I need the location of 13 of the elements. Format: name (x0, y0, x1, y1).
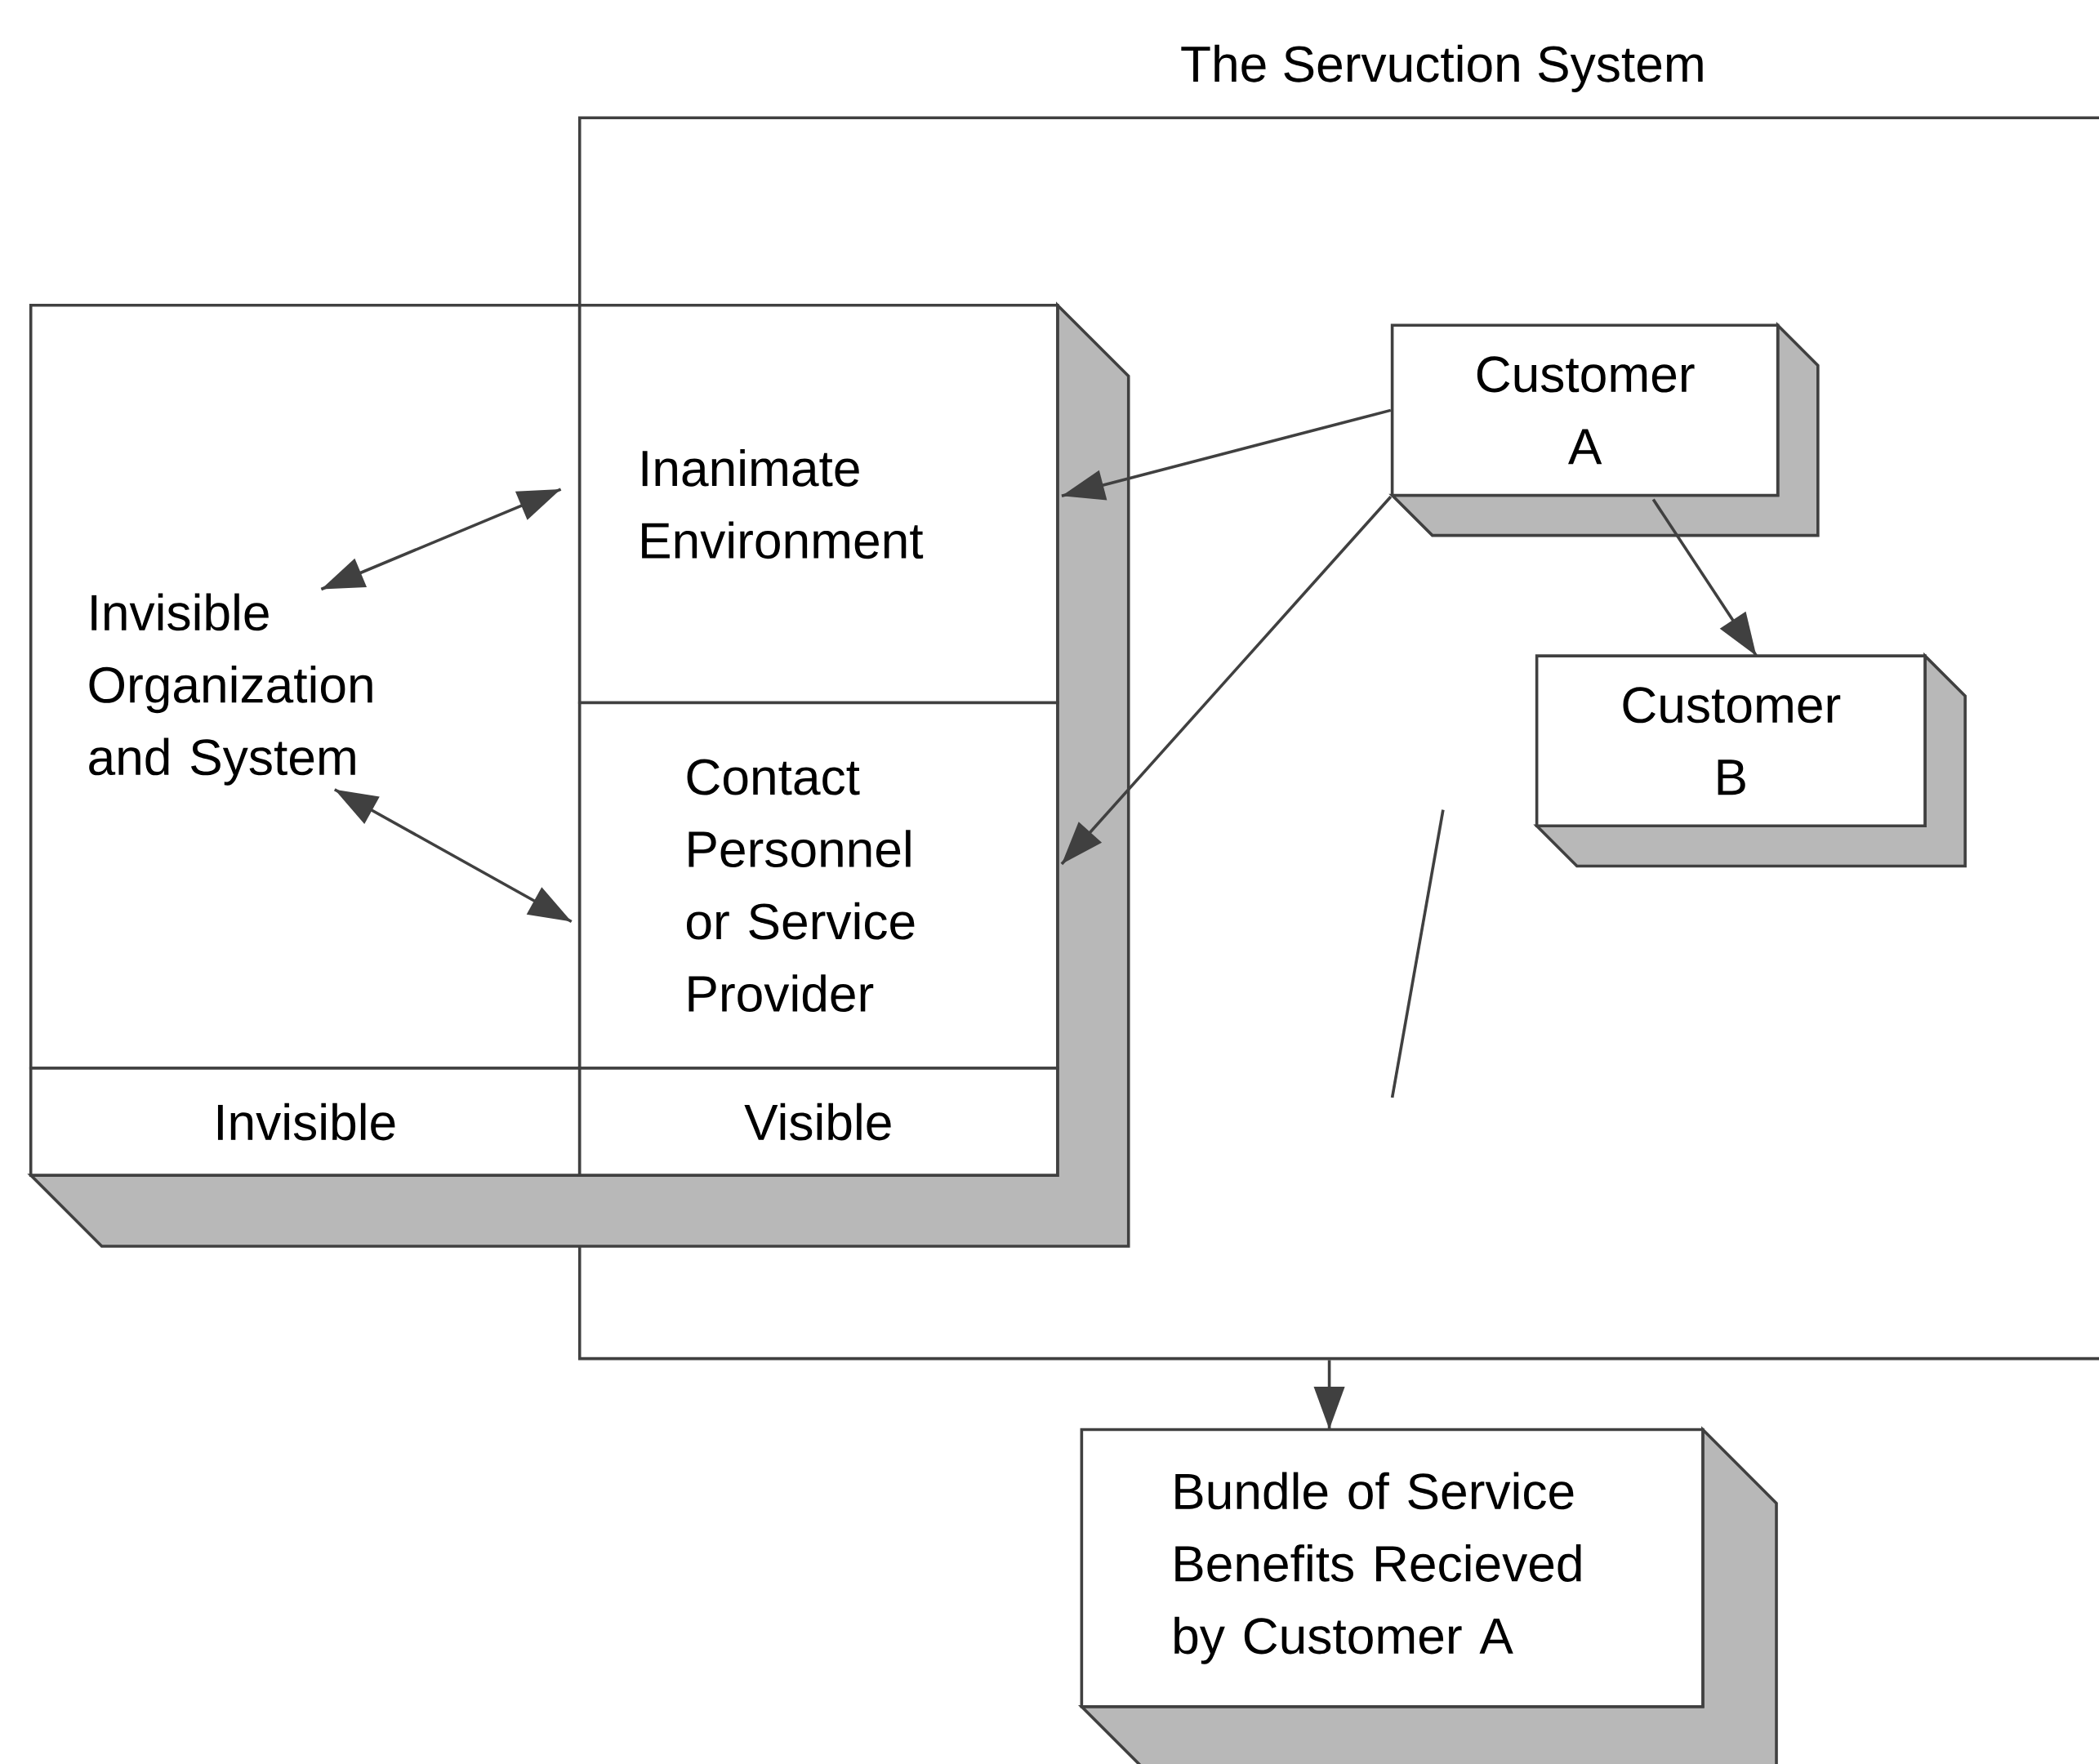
section-label: Invisible Organization and System (89, 593, 372, 786)
section-box: Inanimate Environment (577, 303, 1059, 705)
customer-box: Customer B (1535, 654, 1927, 827)
arrow (333, 788, 573, 923)
outcome-box: Bundle of Service Benefits Recieved by Customer A (1080, 1428, 1705, 1708)
customer-box: Customer A (1390, 323, 1780, 497)
arrow (1060, 495, 1393, 866)
arrow (320, 488, 562, 591)
section-box: Visible (577, 1067, 1059, 1177)
arrow (1651, 498, 1758, 657)
arrow (1061, 408, 1392, 501)
section-box: Invisible (29, 1067, 582, 1177)
arrow (1313, 1360, 1345, 1430)
